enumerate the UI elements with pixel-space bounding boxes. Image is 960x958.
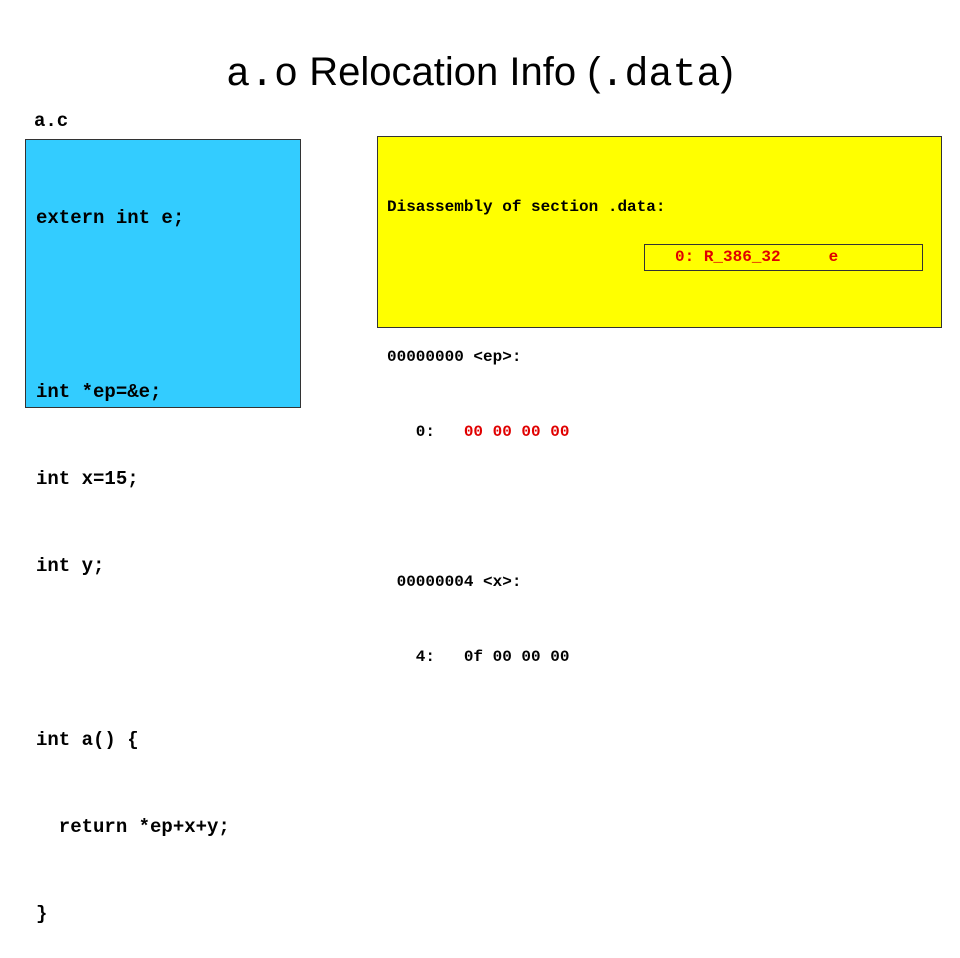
data-line-ep: 0: 00 00 00 00 — [387, 420, 941, 445]
code-line — [36, 291, 300, 320]
data-bytes-highlighted: 00 00 00 00 — [463, 423, 570, 441]
code-line: return *ep+x+y; — [36, 816, 230, 838]
relocation-offset: 0: — [675, 248, 695, 266]
title-text: Relocation Info ( — [298, 50, 601, 94]
title-object-file: a.o — [226, 53, 299, 98]
slide-title: a.o Relocation Info (.data) — [0, 42, 960, 106]
relocation-entry: 0: R_386_32 e — [644, 244, 923, 271]
disassembly-box: Disassembly of section .data: 00000000 <… — [377, 136, 942, 666]
symbol-line-x: 00000004 <x>: — [387, 570, 941, 595]
relocation-symbol: e — [828, 248, 839, 266]
title-close-paren: ) — [720, 50, 734, 94]
source-code-box: extern int e; int *ep=&e; int x=15; int … — [25, 139, 301, 925]
symbol-line-ep: 00000000 <ep>: — [387, 345, 941, 370]
data-offset: 4: — [387, 648, 464, 666]
code-line: int *ep=&e; — [36, 381, 162, 403]
blank-line — [387, 495, 941, 520]
title-section-name: .data — [600, 53, 721, 98]
symbol-address: 00000000 — [387, 348, 464, 366]
data-bytes: 0f 00 00 00 — [463, 648, 570, 666]
code-line: } — [36, 903, 48, 925]
symbol-address: 00000004 — [387, 573, 474, 591]
data-offset: 0: — [387, 423, 464, 441]
code-line: int x=15; — [36, 468, 139, 490]
code-line: extern int e; — [36, 207, 185, 229]
source-filename: a.c — [34, 110, 69, 132]
code-line: int a() { — [36, 729, 139, 751]
data-line-x: 4: 0f 00 00 00 — [387, 645, 941, 670]
code-line — [36, 639, 300, 668]
blank-line — [387, 270, 941, 295]
disassembly-header: Disassembly of section .data: — [387, 198, 666, 216]
code-line: int y; — [36, 555, 105, 577]
symbol-name: <x>: — [483, 573, 522, 591]
symbol-name: <ep>: — [473, 348, 522, 366]
relocation-type: R_386_32 — [703, 248, 781, 266]
